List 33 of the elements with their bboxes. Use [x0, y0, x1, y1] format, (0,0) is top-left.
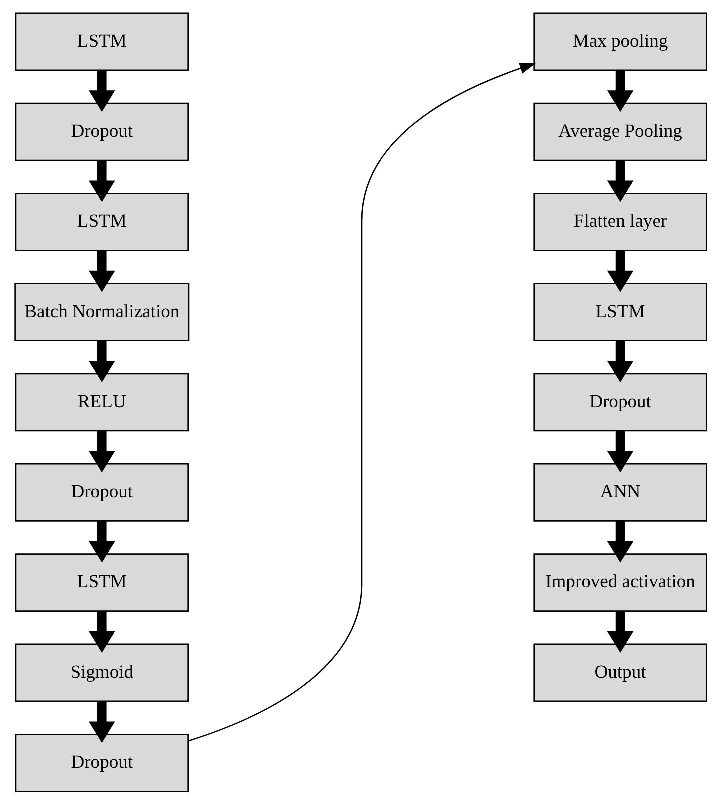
- node-box: Dropout: [15, 463, 189, 522]
- arrow: [89, 611, 116, 654]
- node-box: Dropout: [15, 102, 189, 162]
- arrow: [607, 431, 634, 473]
- node-box: Improved activation: [534, 554, 708, 612]
- arrow: [89, 521, 116, 563]
- node-box: ANN: [534, 463, 708, 522]
- node-box: Max pooling: [534, 12, 708, 72]
- node-box: Average Pooling: [534, 102, 708, 162]
- arrow: [89, 70, 116, 112]
- node-box: LSTM: [15, 554, 189, 612]
- node-box: LSTM: [534, 283, 708, 342]
- node-box: Batch Normalization: [14, 283, 190, 342]
- arrow: [607, 70, 634, 112]
- arrow: [607, 611, 634, 654]
- arrow: [89, 340, 116, 383]
- node-box: Dropout: [534, 373, 708, 432]
- node-box: LSTM: [15, 12, 189, 72]
- node-box: Flatten layer: [534, 193, 708, 252]
- arrow: [89, 160, 116, 202]
- arrow: [607, 250, 634, 292]
- arrow: [89, 431, 116, 473]
- arrow: [607, 340, 634, 383]
- arrow: [89, 702, 116, 744]
- node-box: Dropout: [15, 734, 189, 792]
- arrow: [607, 521, 634, 563]
- node-box: Sigmoid: [15, 644, 189, 702]
- arrow: [89, 250, 116, 292]
- arrow: [188, 63, 536, 742]
- arrow: [607, 160, 634, 202]
- node-box: RELU: [15, 373, 189, 432]
- node-box: Output: [534, 644, 708, 702]
- node-box: LSTM: [15, 193, 189, 252]
